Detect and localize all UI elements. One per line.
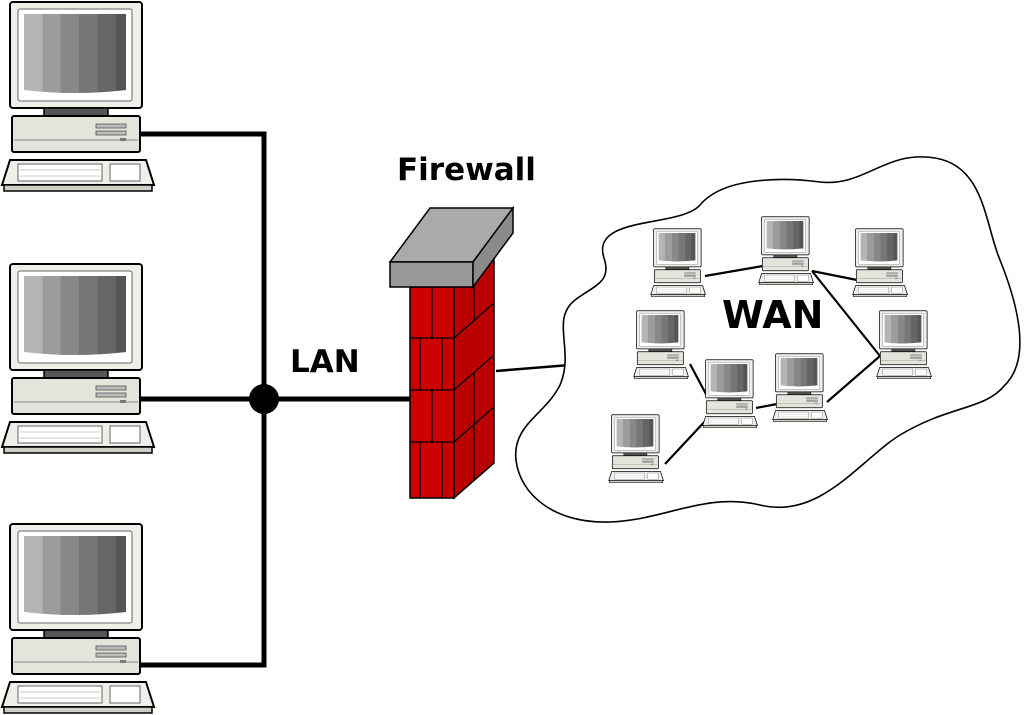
wan-link	[811, 269, 858, 282]
wan-cloud	[514, 156, 1021, 523]
lan-label: LAN	[290, 344, 360, 380]
wan-computer-8	[608, 414, 664, 484]
lan-computer-3	[1, 523, 155, 714]
wan-link	[704, 264, 764, 278]
firewall-icon	[388, 205, 515, 500]
lan-computer-1	[1, 1, 155, 192]
wan-computer-2	[758, 216, 814, 286]
wan-label: WAN	[722, 293, 823, 337]
wan-computer-7	[772, 353, 828, 423]
wan-link	[811, 270, 881, 357]
wan-computer-5	[876, 310, 932, 380]
wan-computer-3	[852, 228, 908, 298]
wan-link	[689, 363, 708, 397]
wan-computer-4	[633, 310, 689, 380]
lan-bus	[140, 131, 412, 668]
wan-link	[826, 355, 881, 403]
wan-link	[664, 417, 709, 465]
wan-links	[664, 264, 881, 465]
wan-computer-6	[702, 359, 758, 429]
wan-link	[755, 402, 778, 410]
firewall-label: Firewall	[397, 152, 536, 188]
wan-computer-1	[650, 228, 706, 298]
lan-computer-2	[1, 263, 155, 454]
lan-hub-node	[249, 384, 279, 414]
